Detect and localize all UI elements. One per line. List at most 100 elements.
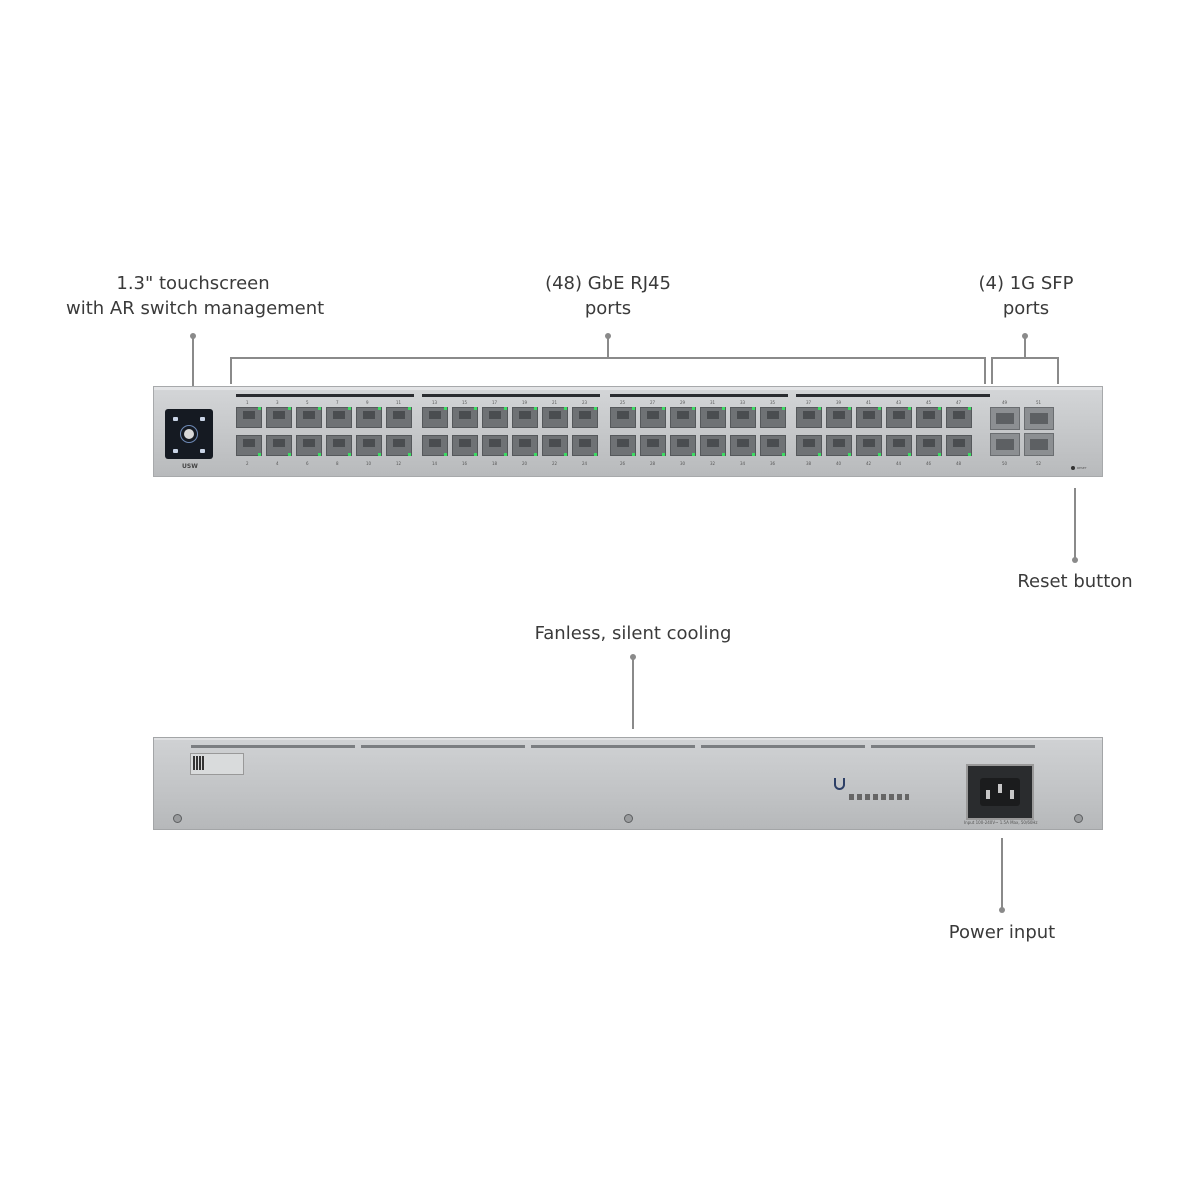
rj45-port[interactable] bbox=[326, 435, 352, 456]
rj45-port[interactable] bbox=[236, 435, 262, 456]
rj45-port[interactable] bbox=[826, 435, 852, 456]
rj45-port[interactable] bbox=[670, 435, 696, 456]
port-number-label: 11 bbox=[396, 400, 402, 405]
rj45-port[interactable] bbox=[572, 435, 598, 456]
rj45-bracket-left bbox=[230, 357, 232, 384]
callout-power: Power input bbox=[942, 920, 1062, 945]
reset-leader-dot bbox=[1072, 557, 1078, 563]
screen-icon-top-left bbox=[173, 417, 178, 421]
regulatory-marks-icon bbox=[849, 794, 909, 800]
rj45-port[interactable] bbox=[886, 407, 912, 428]
rj45-port[interactable] bbox=[856, 435, 882, 456]
rj45-port[interactable] bbox=[542, 407, 568, 428]
rj45-port[interactable] bbox=[512, 435, 538, 456]
rj45-port[interactable] bbox=[796, 435, 822, 456]
rj45-port[interactable] bbox=[916, 407, 942, 428]
rj45-port[interactable] bbox=[236, 407, 262, 428]
rj45-port[interactable] bbox=[760, 435, 786, 456]
port-number-label: 22 bbox=[552, 461, 558, 466]
rj45-port[interactable] bbox=[512, 407, 538, 428]
sfp-number-label: 49 bbox=[1002, 400, 1008, 405]
port-led-icon bbox=[848, 453, 851, 456]
port-led-icon bbox=[722, 407, 725, 410]
rj45-port[interactable] bbox=[482, 435, 508, 456]
port-number-label: 8 bbox=[336, 461, 339, 466]
rj45-port[interactable] bbox=[482, 407, 508, 428]
port-number-label: 44 bbox=[896, 461, 902, 466]
port-number-label: 16 bbox=[462, 461, 468, 466]
callout-reset: Reset button bbox=[1010, 569, 1140, 594]
callout-touchscreen-line1: 1.3" touchscreen bbox=[116, 273, 270, 294]
rj45-port[interactable] bbox=[452, 435, 478, 456]
rj45-port[interactable] bbox=[670, 407, 696, 428]
port-number-label: 26 bbox=[620, 461, 626, 466]
rj45-port[interactable] bbox=[760, 407, 786, 428]
power-pin-center bbox=[998, 784, 1002, 793]
rj45-port[interactable] bbox=[356, 435, 382, 456]
screen-ring bbox=[180, 425, 198, 443]
power-pin-left bbox=[986, 790, 990, 799]
sfp-port[interactable] bbox=[1024, 433, 1054, 456]
callout-sfp-line1: (4) 1G SFP bbox=[978, 273, 1074, 294]
rj45-port[interactable] bbox=[266, 435, 292, 456]
port-bank-bar bbox=[610, 394, 788, 397]
rj45-port[interactable] bbox=[856, 407, 882, 428]
sfp-number-label: 52 bbox=[1036, 461, 1042, 466]
port-led-icon bbox=[504, 453, 507, 456]
port-led-icon bbox=[318, 453, 321, 456]
rj45-port[interactable] bbox=[946, 407, 972, 428]
vent-slot bbox=[361, 745, 525, 748]
rj45-port[interactable] bbox=[640, 407, 666, 428]
port-number-label: 39 bbox=[836, 400, 842, 405]
port-number-label: 28 bbox=[650, 461, 656, 466]
rj45-port[interactable] bbox=[296, 435, 322, 456]
port-number-label: 6 bbox=[306, 461, 309, 466]
rj45-port[interactable] bbox=[916, 435, 942, 456]
port-led-icon bbox=[444, 407, 447, 410]
rj45-port[interactable] bbox=[386, 407, 412, 428]
rj45-port[interactable] bbox=[700, 407, 726, 428]
rj45-port[interactable] bbox=[422, 407, 448, 428]
rj45-port[interactable] bbox=[572, 407, 598, 428]
rj45-port[interactable] bbox=[730, 435, 756, 456]
rj45-port[interactable] bbox=[422, 435, 448, 456]
rj45-port[interactable] bbox=[266, 407, 292, 428]
port-bank-bar bbox=[422, 394, 600, 397]
port-number-label: 12 bbox=[396, 461, 402, 466]
reset-button[interactable] bbox=[1071, 466, 1075, 470]
sfp-port[interactable] bbox=[990, 433, 1020, 456]
port-led-icon bbox=[848, 407, 851, 410]
port-number-label: 36 bbox=[770, 461, 776, 466]
power-input-socket[interactable] bbox=[966, 764, 1034, 820]
rj45-port[interactable] bbox=[452, 407, 478, 428]
port-led-icon bbox=[752, 453, 755, 456]
port-led-icon bbox=[908, 453, 911, 456]
rj45-port[interactable] bbox=[356, 407, 382, 428]
rj45-port[interactable] bbox=[826, 407, 852, 428]
rj45-port[interactable] bbox=[886, 435, 912, 456]
port-led-icon bbox=[878, 453, 881, 456]
sfp-port[interactable] bbox=[1024, 407, 1054, 430]
port-led-icon bbox=[594, 407, 597, 410]
back-top-edge bbox=[154, 738, 1102, 740]
rj45-port[interactable] bbox=[730, 407, 756, 428]
rj45-bracket bbox=[230, 357, 986, 359]
port-number-label: 35 bbox=[770, 400, 776, 405]
rj45-port[interactable] bbox=[326, 407, 352, 428]
rj45-port[interactable] bbox=[296, 407, 322, 428]
rj45-port[interactable] bbox=[610, 435, 636, 456]
sfp-port[interactable] bbox=[990, 407, 1020, 430]
rj45-port[interactable] bbox=[946, 435, 972, 456]
rj45-port[interactable] bbox=[386, 435, 412, 456]
port-led-icon bbox=[722, 453, 725, 456]
port-number-label: 2 bbox=[246, 461, 249, 466]
rj45-port[interactable] bbox=[610, 407, 636, 428]
rj45-port[interactable] bbox=[700, 435, 726, 456]
touchscreen[interactable] bbox=[165, 409, 213, 459]
rj45-port[interactable] bbox=[796, 407, 822, 428]
rj45-port[interactable] bbox=[640, 435, 666, 456]
port-number-label: 31 bbox=[710, 400, 716, 405]
rj45-port[interactable] bbox=[542, 435, 568, 456]
port-number-label: 1 bbox=[246, 400, 249, 405]
port-number-label: 30 bbox=[680, 461, 686, 466]
